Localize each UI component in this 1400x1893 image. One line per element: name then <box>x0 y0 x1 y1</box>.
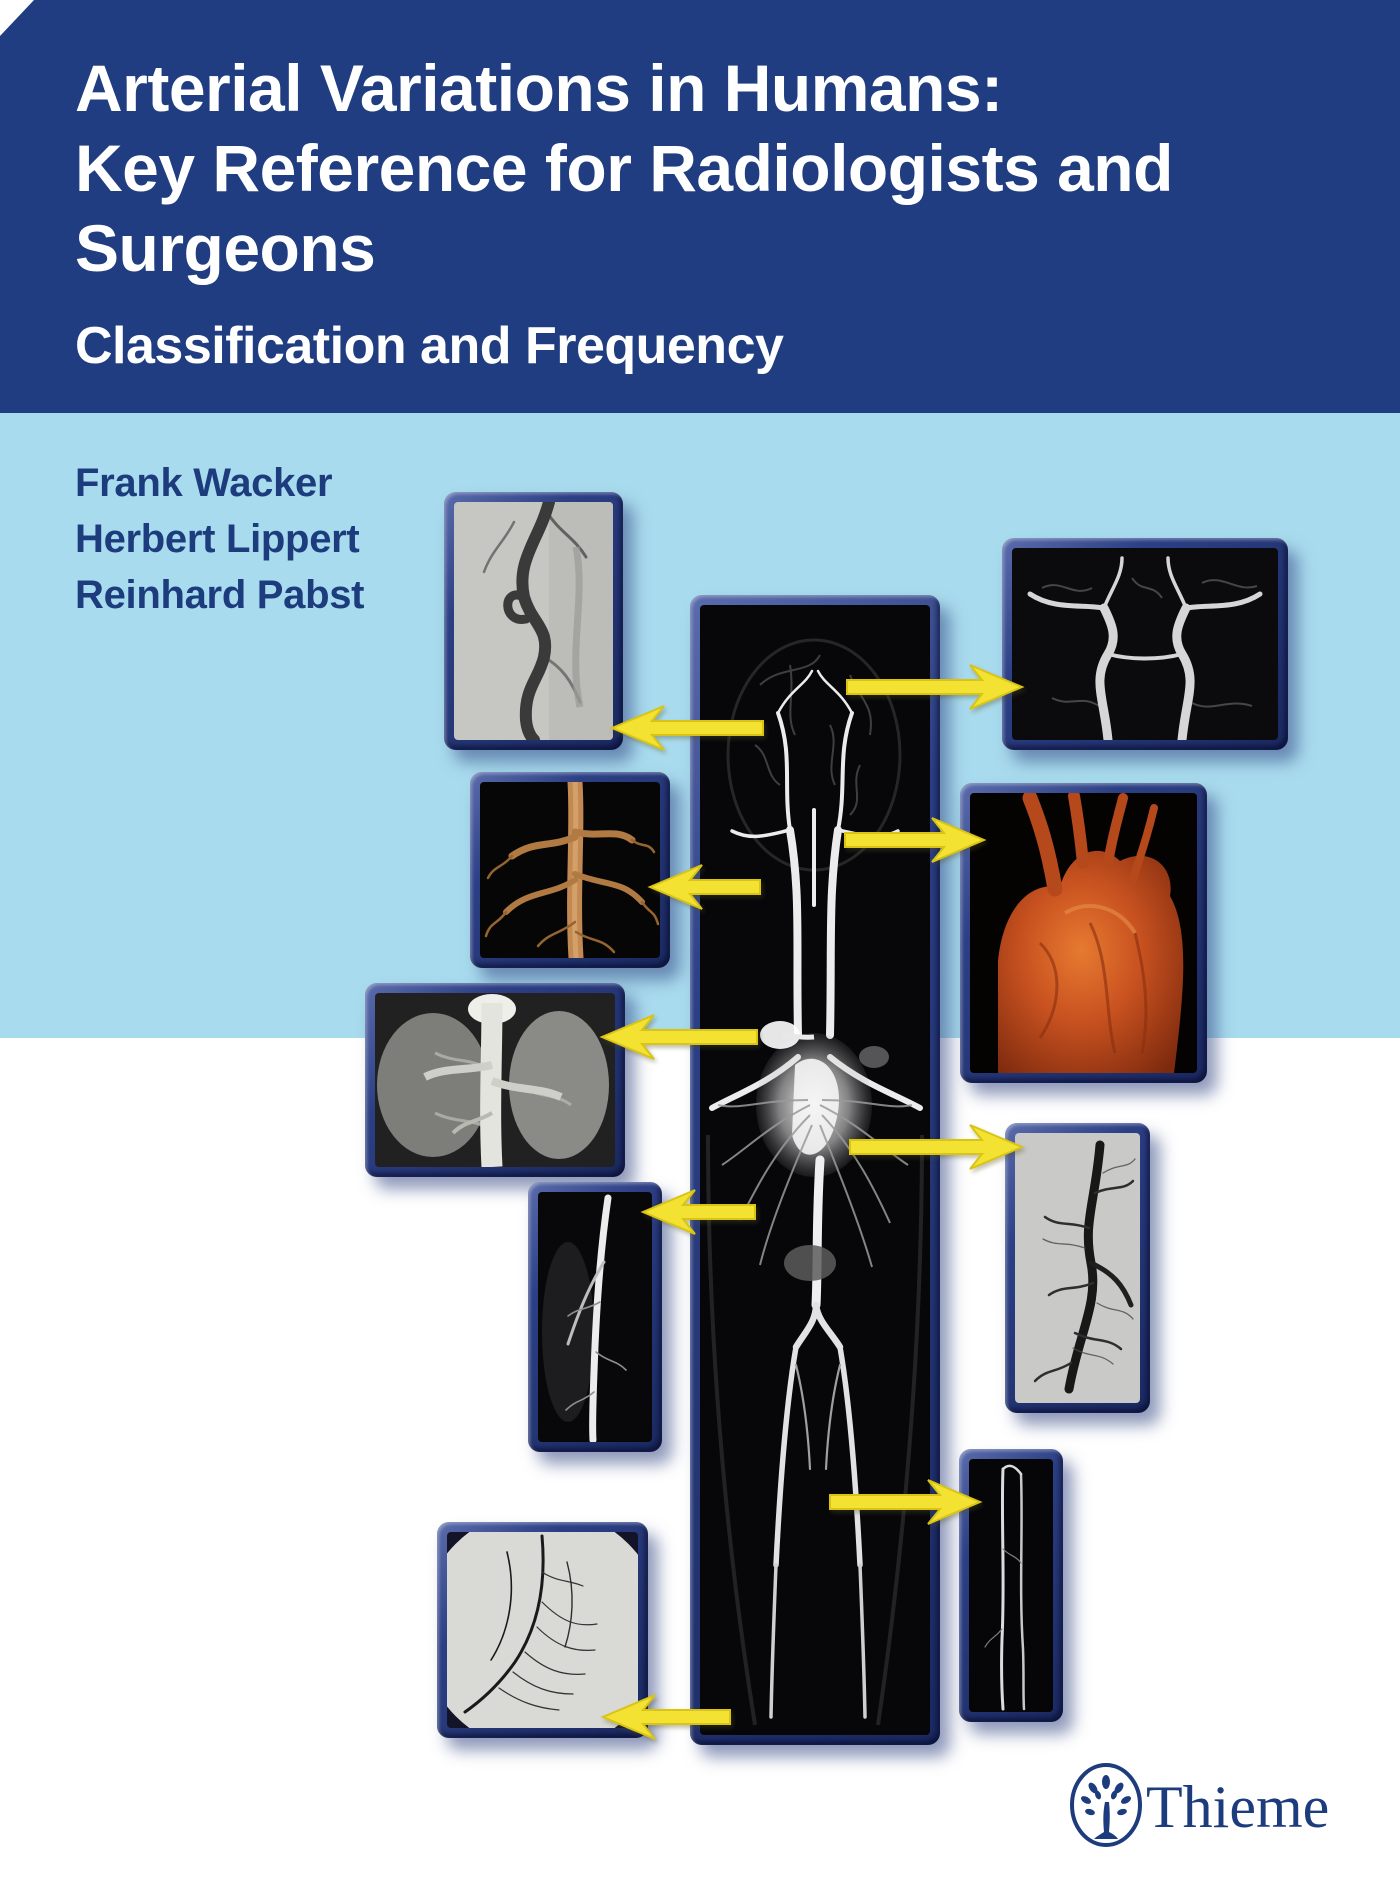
bronchial-artery-3d-image <box>470 772 670 968</box>
author-2: Herbert Lippert <box>75 517 360 561</box>
header-band <box>0 0 1400 413</box>
publisher-name: Thieme <box>1146 1774 1329 1840</box>
renal-artery-angiogram-image <box>1005 1123 1150 1413</box>
author-list: Frank Wacker Herbert Lippert Reinhard Pa… <box>75 455 365 623</box>
title-line-2: Key Reference for Radiologists and Surge… <box>75 131 1173 285</box>
cerebral-mra-image <box>1002 538 1288 750</box>
bronchial-artery-graphic <box>480 782 660 958</box>
carotid-angiogram-graphic <box>454 502 613 740</box>
whole-body-mra-graphic <box>700 605 930 1735</box>
author-1: Frank Wacker <box>75 461 333 505</box>
author-3: Reinhard Pabst <box>75 573 365 617</box>
lower-leg-angiogram-image <box>959 1449 1063 1722</box>
heart-3d-volume-image <box>960 783 1207 1083</box>
foot-angiogram-image <box>437 1522 648 1738</box>
abdominal-aorta-graphic <box>375 993 615 1167</box>
central-whole-body-angiogram-image <box>690 595 940 1745</box>
cerebral-mra-graphic <box>1012 548 1278 740</box>
femoral-artery-graphic <box>538 1192 652 1442</box>
heart-3d-graphic <box>970 793 1197 1073</box>
lower-leg-graphic <box>969 1459 1053 1712</box>
foot-angiogram-graphic <box>447 1532 638 1728</box>
page-corner-notch <box>0 0 34 36</box>
title-line-1: Arterial Variations in Humans: <box>75 51 1003 125</box>
renal-artery-graphic <box>1015 1133 1140 1403</box>
abdominal-aorta-ct-image <box>365 983 625 1177</box>
page-title: Arterial Variations in Humans: Key Refer… <box>75 48 1400 288</box>
subtitle: Classification and Frequency <box>75 317 784 375</box>
femoral-artery-mra-image <box>528 1182 662 1452</box>
publisher-logo: Thieme <box>1068 1762 1348 1848</box>
thieme-tree-oval-icon: Thieme <box>1070 1763 1329 1847</box>
carotid-angiogram-image <box>444 492 623 750</box>
